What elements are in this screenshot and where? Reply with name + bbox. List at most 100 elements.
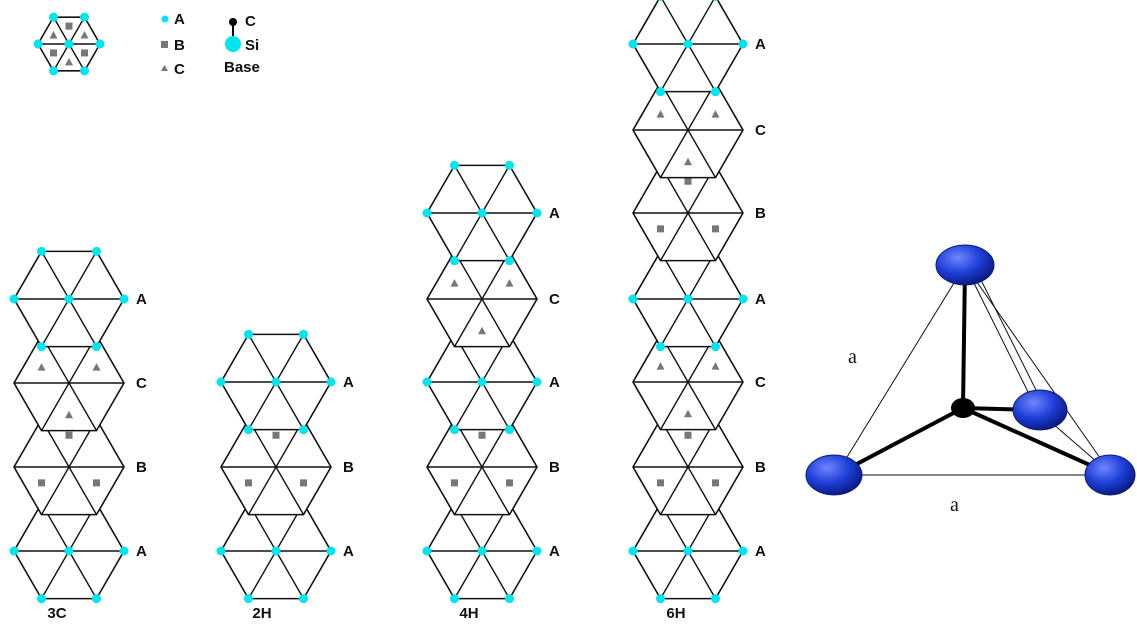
a-site-atom <box>657 0 664 1</box>
legend-hexagon <box>33 12 105 76</box>
layer-b <box>426 418 538 516</box>
layer-label: C <box>136 375 147 392</box>
c-site-marker <box>65 57 73 66</box>
b-site-marker <box>300 479 307 487</box>
a-site-atom <box>505 160 514 170</box>
layer-a <box>9 246 129 352</box>
base-si-label: Si <box>245 37 259 54</box>
polytype-label-4h: 4H <box>459 605 478 622</box>
c-site-marker <box>656 110 665 118</box>
a-site-atom <box>271 377 281 387</box>
a-site-atom <box>216 546 226 556</box>
layer-a <box>628 246 748 352</box>
a-site-atom <box>80 66 89 76</box>
a-site-atom <box>422 208 432 218</box>
layer-a <box>422 329 542 435</box>
hexagon-diagonal <box>40 419 98 515</box>
b-site-marker <box>65 431 73 439</box>
b-site-marker <box>65 22 73 30</box>
a-site-atom <box>477 208 487 218</box>
b-site-marker <box>272 431 280 439</box>
a-site-atom <box>477 546 487 556</box>
tetra-edge-left <box>835 264 966 476</box>
a-site-atom <box>628 294 638 304</box>
legend-key: A B C C Si Base <box>161 11 260 78</box>
b-site-marker <box>81 49 88 57</box>
c-site-marker <box>92 363 101 371</box>
b-site-marker <box>451 479 458 487</box>
a-site-atom <box>326 546 336 556</box>
layer-label: C <box>755 122 766 139</box>
b-site-marker <box>657 225 664 233</box>
b-site-marker <box>684 431 692 439</box>
hexagon-diagonal <box>659 334 717 430</box>
layer-b <box>632 418 744 516</box>
a-site-atom <box>450 256 459 266</box>
hexagon-diagonal <box>247 419 305 515</box>
a-site-atom <box>119 546 129 556</box>
layer-label: A <box>136 543 147 560</box>
legend-b-marker <box>161 41 168 48</box>
a-site-atom <box>37 594 46 604</box>
legend-b-label: B <box>174 37 185 54</box>
a-site-atom <box>738 294 748 304</box>
a-site-atom <box>299 594 308 604</box>
a-site-atom <box>628 546 638 556</box>
layer-b <box>632 164 744 262</box>
a-site-atom <box>656 87 665 97</box>
c-site-marker <box>656 362 665 370</box>
layer-c <box>426 250 538 348</box>
layer-label: C <box>755 374 766 391</box>
a-site-atom <box>95 39 105 49</box>
hexagon-diagonal <box>659 419 717 515</box>
a-site-atom <box>92 594 101 604</box>
polytype-label-2h: 2H <box>252 605 271 622</box>
b-site-marker <box>38 479 45 487</box>
bond-right <box>962 406 1113 477</box>
a-site-atom <box>299 425 308 435</box>
a-site-atom <box>326 377 336 387</box>
a-site-atom <box>119 294 129 304</box>
base-c-label: C <box>245 13 256 30</box>
a-site-atom <box>37 246 46 256</box>
si-atom-left <box>805 454 863 496</box>
layer-label: B <box>755 459 766 476</box>
a-site-atom <box>49 66 58 76</box>
layer-b <box>220 418 332 516</box>
a-site-atom <box>64 294 74 304</box>
layer-label: A <box>136 291 147 308</box>
layer-a <box>628 0 748 97</box>
hexagon-diagonal <box>659 165 717 261</box>
c-site-marker <box>450 279 459 287</box>
layer-a <box>216 329 336 435</box>
a-site-atom <box>9 294 19 304</box>
layer-c <box>13 334 125 432</box>
a-site-atom <box>33 39 43 49</box>
edge-label-left: a <box>848 346 857 368</box>
layer-label: A <box>343 543 354 560</box>
b-site-marker <box>657 479 664 487</box>
a-site-atom <box>656 342 665 352</box>
layer-label: A <box>755 36 766 53</box>
a-site-atom <box>64 39 74 49</box>
bond-top <box>961 267 967 409</box>
a-site-atom <box>656 594 665 604</box>
a-site-atom <box>244 594 253 604</box>
legend-c-marker <box>161 65 168 71</box>
tetra-edge-right <box>964 264 1113 476</box>
a-site-atom <box>505 594 514 604</box>
hexagon-diagonal <box>659 82 717 178</box>
layer-label: B <box>755 205 766 222</box>
base-title: Base <box>224 59 260 76</box>
b-site-marker <box>245 479 252 487</box>
layer-b <box>13 418 125 516</box>
base-si-atom <box>225 36 241 52</box>
a-site-atom <box>711 342 720 352</box>
layer-label: A <box>755 543 766 560</box>
a-site-atom <box>244 425 253 435</box>
a-site-atom <box>216 377 226 387</box>
polytype-label-6h: 6H <box>666 605 685 622</box>
